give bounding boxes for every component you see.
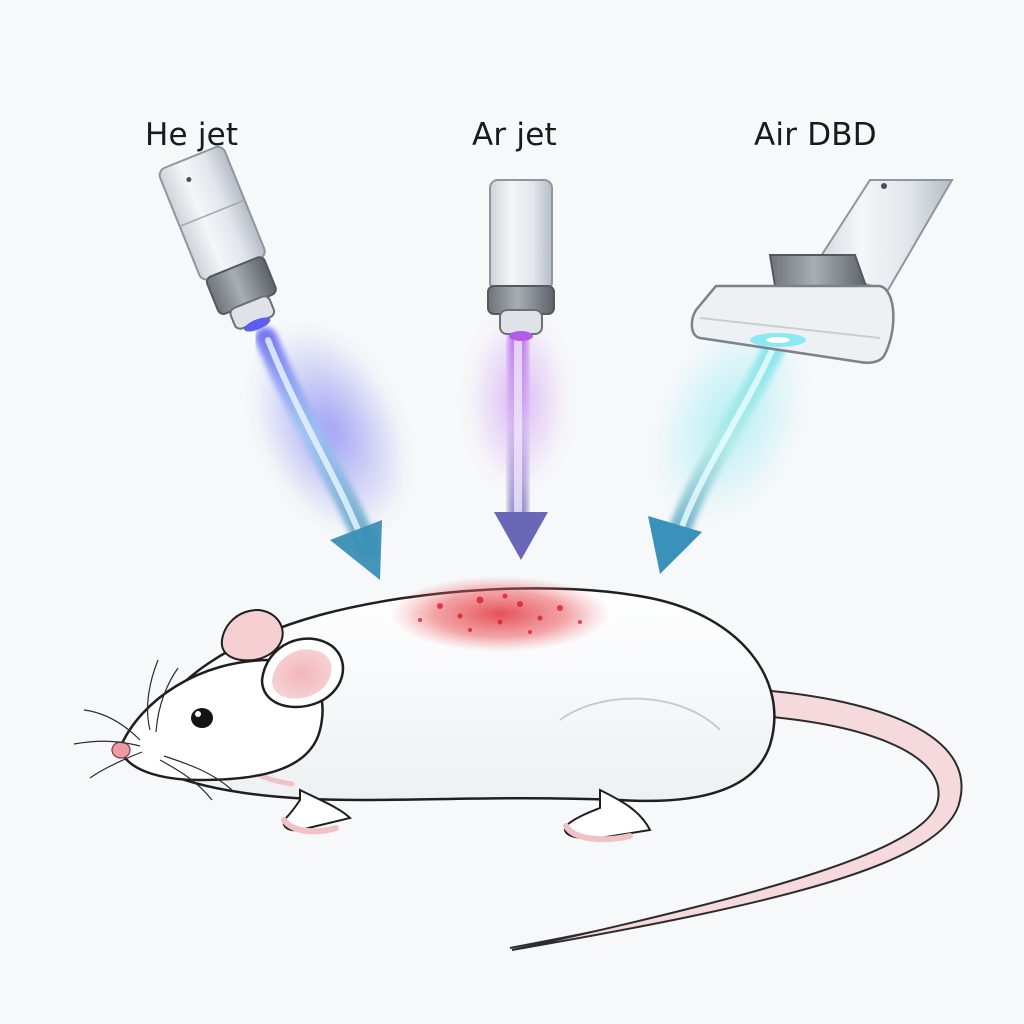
treated-skin-dots	[418, 593, 582, 634]
mouse-icon	[73, 576, 963, 951]
ar-arrow-icon	[494, 512, 548, 560]
treated-skin-area	[390, 576, 610, 652]
he-jet-device	[158, 145, 409, 559]
air-dbd-device	[651, 179, 954, 551]
mouse-eye	[191, 708, 213, 728]
air-arrow-icon	[648, 516, 702, 574]
mouse-nose	[111, 741, 131, 759]
he-arrow-icon	[330, 520, 382, 580]
he-jet-label: He jet	[145, 117, 239, 153]
mouse-whiskers	[73, 659, 233, 801]
ar-jet-label: Ar jet	[472, 117, 557, 153]
air-dbd-label: Air DBD	[754, 117, 877, 153]
ar-jet-device	[468, 179, 568, 520]
